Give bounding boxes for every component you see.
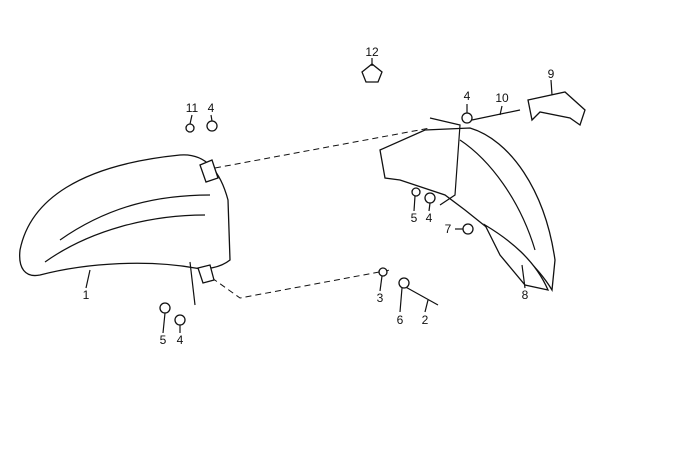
callout-4: 4: [464, 89, 471, 103]
callout-2: 2: [422, 313, 429, 327]
nut-3[interactable]: [378, 267, 388, 277]
callout-4: 4: [208, 101, 215, 115]
grommet-7[interactable]: [462, 223, 474, 235]
speed-nut[interactable]: [361, 63, 383, 83]
nut-5[interactable]: [159, 302, 171, 314]
callout-10: 10: [495, 91, 509, 105]
callout-8: 8: [522, 288, 529, 302]
assembly-line-upper: [214, 127, 431, 169]
callout-1: 1: [83, 288, 90, 302]
callout-5: 5: [160, 333, 167, 347]
callout-4: 4: [426, 211, 433, 225]
callout-6: 6: [397, 313, 404, 327]
washer-6[interactable]: [398, 277, 410, 289]
bolt-10[interactable]: [471, 109, 521, 121]
assembly-line-lower: [211, 269, 391, 299]
callout-5: 5: [411, 211, 418, 225]
callout-12: 12: [365, 45, 379, 59]
washer-4[interactable]: [424, 192, 436, 204]
callout-11: 11: [186, 101, 199, 115]
nut-11[interactable]: [185, 123, 195, 133]
front-mudguard[interactable]: [19, 154, 231, 306]
callout-4: 4: [177, 333, 184, 347]
washer-4[interactable]: [206, 120, 218, 132]
bracket-clip[interactable]: [527, 91, 586, 127]
leader-lines: [85, 58, 553, 334]
washer-4[interactable]: [461, 112, 473, 124]
callout-7: 7: [445, 222, 452, 236]
callout-3: 3: [377, 291, 384, 305]
washer-4[interactable]: [174, 314, 186, 326]
inner-fender[interactable]: [379, 117, 556, 293]
bolt-2[interactable]: [401, 284, 439, 306]
callout-9: 9: [548, 67, 555, 81]
nut-5[interactable]: [411, 187, 421, 197]
